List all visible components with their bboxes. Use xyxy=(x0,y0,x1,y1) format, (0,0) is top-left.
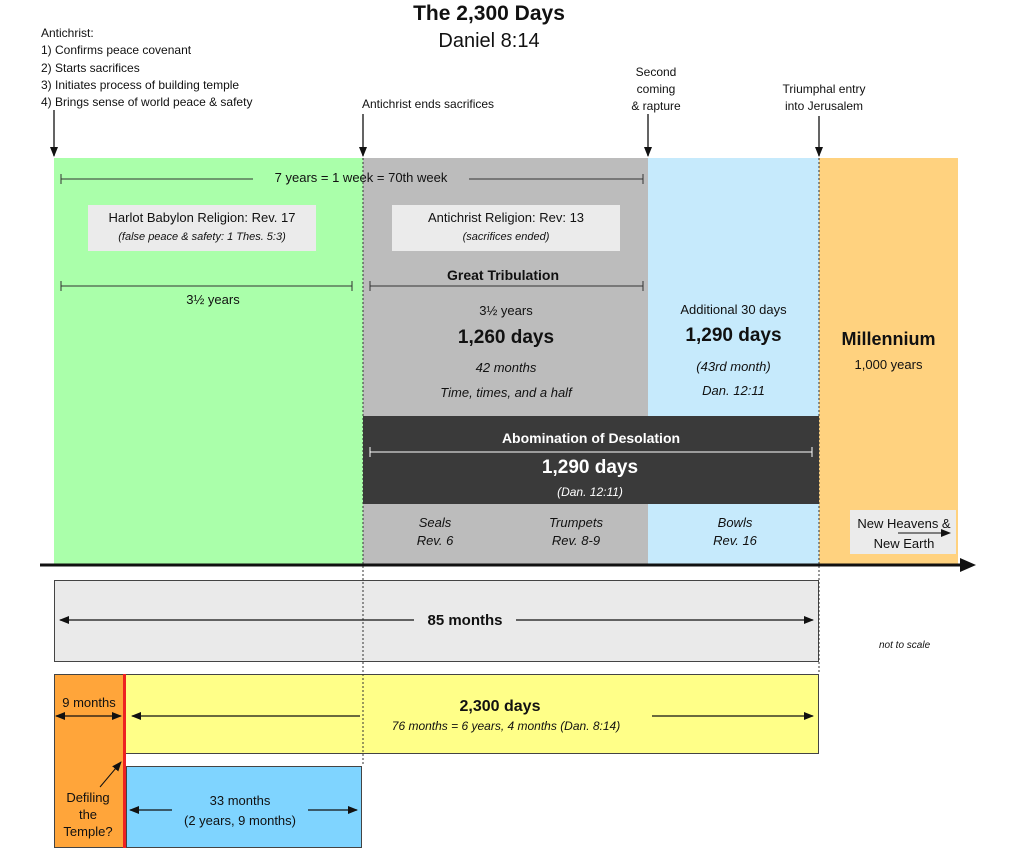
great-trib-years: 3½ years xyxy=(479,303,533,318)
seals-label: Seals Rev. 6 xyxy=(416,515,454,548)
great-trib-months: 42 months xyxy=(475,360,537,375)
great-trib-times: Time, times, and a half xyxy=(440,385,572,400)
antichrist-item: 2) Starts sacrifices xyxy=(41,61,140,75)
millennium-sub: 1,000 years xyxy=(854,357,923,372)
harlot-religion-box xyxy=(88,205,316,251)
great-trib-title: Great Tribulation xyxy=(446,267,559,283)
additional-ref: Dan. 12:11 xyxy=(702,383,765,398)
antichrist-religion-title: Antichrist Religion: Rev: 13 xyxy=(427,210,585,225)
harlot-religion-sub: (false peace & safety: 1 Thes. 5:3) xyxy=(118,231,286,243)
ends-sacrifices-label: Antichrist ends sacrifices xyxy=(362,97,495,111)
bowls-label: Bowls Rev. 16 xyxy=(713,515,757,548)
millennium-title: Millennium xyxy=(841,329,936,349)
new-heavens-label: New Heavens & New Earth xyxy=(857,516,951,551)
trumpets-label: Trumpets Rev. 8-9 xyxy=(549,515,603,548)
months-33-sub: (2 years, 9 months) xyxy=(184,813,296,828)
millennium-region xyxy=(819,158,958,564)
week-label: 7 years = 1 week = 70th week xyxy=(274,170,448,185)
abomination-ref: (Dan. 12:11) xyxy=(557,485,623,499)
first-half-years: 3½ years xyxy=(186,292,240,307)
page-subtitle: Daniel 8:14 xyxy=(438,30,540,52)
abomination-box xyxy=(363,416,819,504)
temple-marker-line xyxy=(123,674,126,848)
antichrist-item: 1) Confirms peace covenant xyxy=(41,43,192,57)
months-85-box xyxy=(54,580,819,662)
months-85-label: 85 months xyxy=(427,612,503,629)
days-2300-box xyxy=(125,674,819,754)
defiling-pointer xyxy=(99,761,122,788)
months-33-title: 33 months xyxy=(209,793,271,808)
page-title: The 2,300 Days xyxy=(413,2,565,25)
days-2300-title: 2,300 days xyxy=(459,698,541,715)
new-heavens-box xyxy=(850,510,956,554)
antichrist-religion-box xyxy=(392,205,620,251)
months-33-box xyxy=(126,766,362,848)
timeline-arrowhead xyxy=(960,558,976,572)
not-to-scale-note: not to scale xyxy=(879,640,931,651)
antichrist-item: 4) Brings sense of world peace & safety xyxy=(41,95,253,109)
antichrist-heading: Antichrist: xyxy=(41,26,94,40)
antichrist-religion-sub: (sacrifices ended) xyxy=(462,231,550,243)
antichrist-item: 3) Initiates process of building temple xyxy=(41,78,240,92)
abomination-title: Abomination of Desolation xyxy=(501,430,681,446)
defiling-label: Defiling the Temple? xyxy=(63,790,113,839)
nine-months-label: 9 months xyxy=(62,695,116,710)
nine-months-box xyxy=(54,674,125,848)
abomination-days: 1,290 days xyxy=(541,457,639,478)
triumphal-entry-label: Triumphal entry into Jerusalem xyxy=(782,82,866,113)
great-trib-days: 1,260 days xyxy=(457,327,555,348)
days-2300-sub: 76 months = 6 years, 4 months (Dan. 8:14… xyxy=(391,719,621,733)
second-coming-label: Second coming & rapture xyxy=(631,65,681,113)
additional-days: 1,290 days xyxy=(685,325,782,346)
additional-title: Additional 30 days xyxy=(680,302,787,317)
harlot-religion-title: Harlot Babylon Religion: Rev. 17 xyxy=(108,210,296,225)
additional-month: (43rd month) xyxy=(696,359,771,374)
